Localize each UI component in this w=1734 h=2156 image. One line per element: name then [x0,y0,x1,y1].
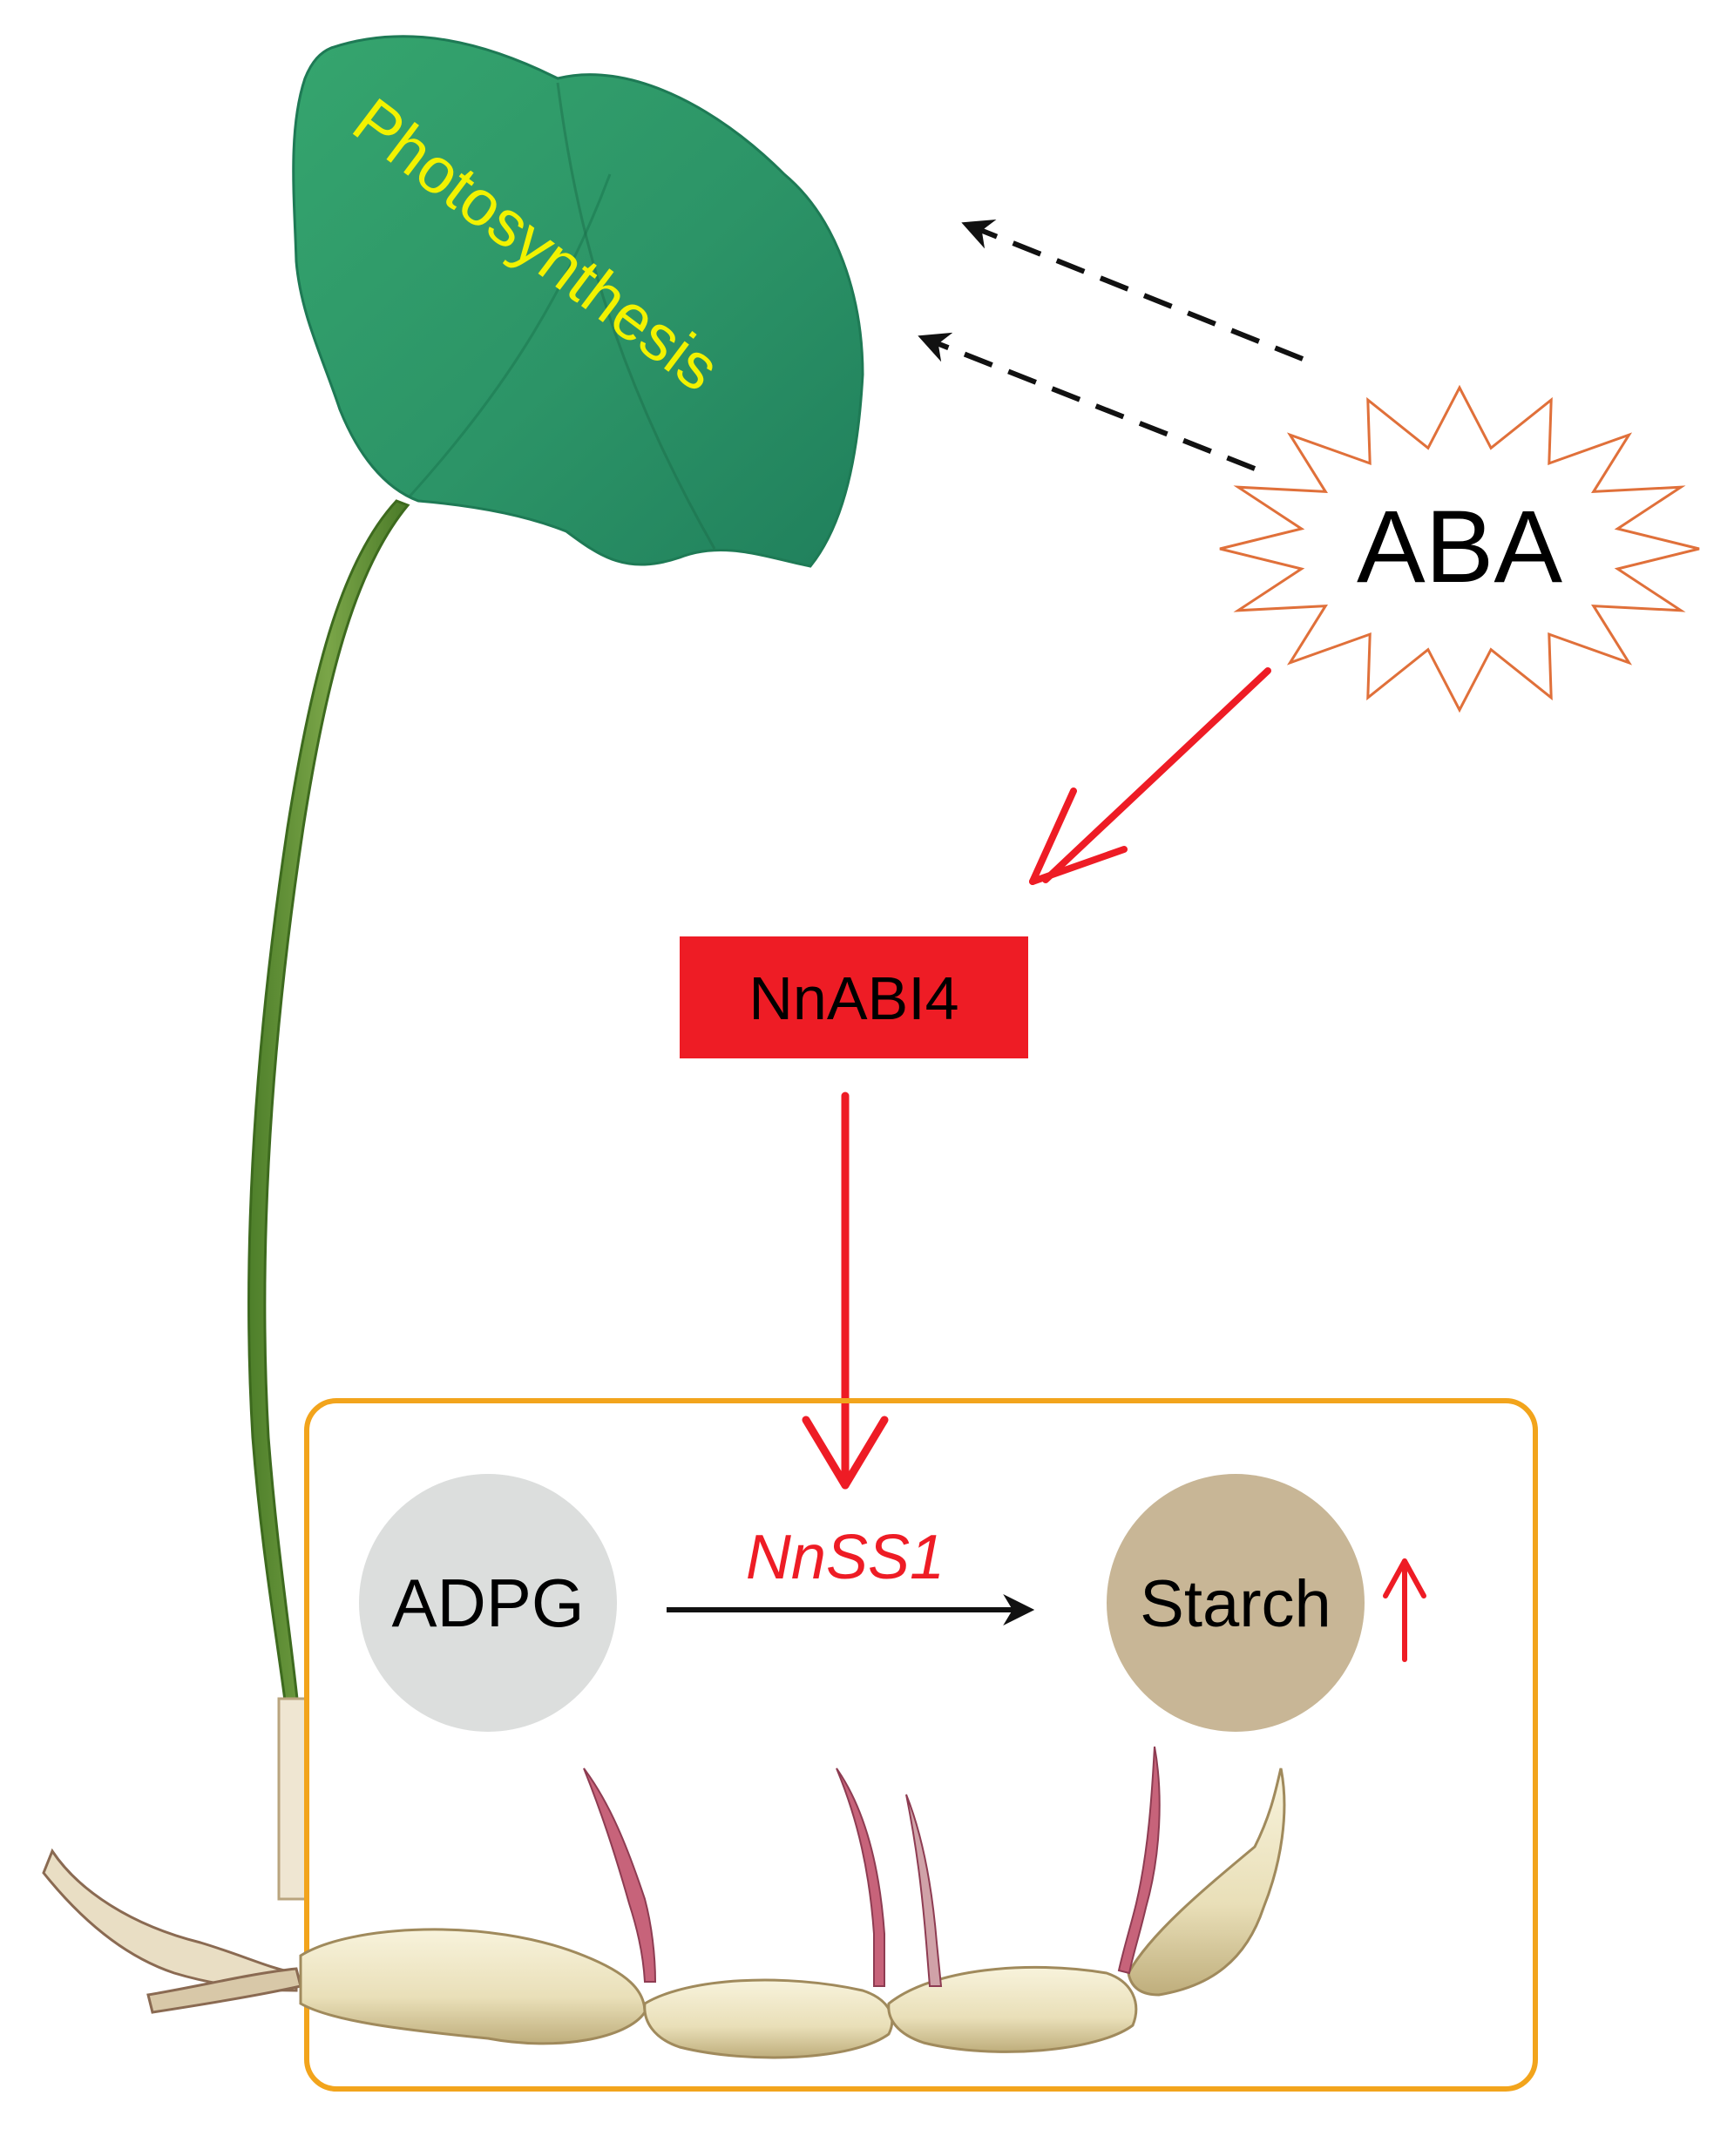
tuber-2 [643,1978,894,2059]
shoot-2 [836,1767,885,1987]
leaf-vein-fold [556,82,716,550]
aba-to-leaf-dashed-arrow-upper [961,219,1304,362]
aba-star-shape [1219,384,1700,713]
leaf-vein-main [408,173,612,498]
stem-base [277,1697,308,1901]
tuber-1 [299,1928,647,2045]
stem [247,499,410,1709]
shoot-4 [1117,1746,1161,1975]
lotus-leaf: Photosynthesis [292,35,864,568]
nnss1-label: NnSS1 [746,1523,945,1592]
starch-circle [1107,1474,1365,1732]
starch-increase-arrow [1383,1558,1426,1662]
lotus-rhizome [42,1746,1286,2059]
aba-starburst: ABA [1219,384,1700,713]
aba-to-leaf-dashed-arrow-lower [918,332,1256,471]
adpg-label: ADPG [391,1565,584,1641]
tuber-box [304,1398,1538,2092]
shoot-1 [583,1767,657,1983]
aba-label: ABA [1357,490,1562,605]
root-left [42,1848,298,1992]
tuber-3 [887,1965,1138,2053]
leaf-blade [292,35,864,568]
adpg-circle [359,1474,617,1732]
starch-label: Starch [1140,1567,1331,1641]
shoot-3 [905,1794,943,1987]
aba-to-nnabi4-arrow [1029,667,1271,885]
nnabi4-label: NnABI4 [748,964,958,1032]
nnabi4-box [680,936,1028,1058]
nnabi4-to-nnss1-arrow [802,1092,889,1490]
tuber-4 [1127,1767,1286,1997]
